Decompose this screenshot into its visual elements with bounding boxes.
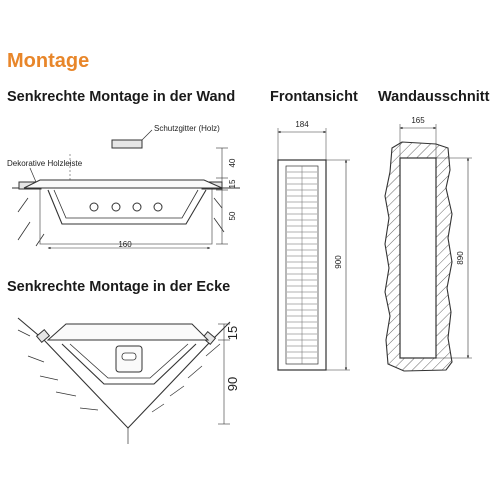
corner-mount-drawing [17, 317, 231, 444]
grille-label: Schutzgitter (Holz) [154, 124, 220, 133]
page-title: Montage [7, 50, 90, 72]
wall-dim-top: 40 [228, 158, 237, 167]
cutout-dim-height: 890 [456, 251, 465, 265]
wall-mount-heading: Senkrechte Montage in der Wand [7, 89, 236, 105]
corner-dim-top: 15 [225, 326, 240, 340]
front-view-heading: Frontansicht [270, 89, 358, 105]
wall-dim-mid: 15 [228, 179, 237, 188]
wall-mount-drawing [12, 129, 240, 250]
cutout-dim-width: 165 [411, 116, 425, 125]
wall-dim-width: 160 [118, 240, 132, 249]
corner-mount-heading: Senkrechte Montage in der Ecke [7, 279, 231, 295]
wall-cutout-drawing [384, 124, 472, 372]
trim-label: Dekorative Holzleiste [7, 159, 83, 168]
corner-dim-depth: 90 [225, 377, 240, 391]
wall-dim-depth: 50 [228, 211, 237, 220]
front-dim-height: 900 [334, 255, 343, 269]
wall-cutout-heading: Wandausschnitt [378, 89, 490, 105]
front-dim-width: 184 [295, 120, 309, 129]
front-view-drawing [277, 128, 350, 371]
